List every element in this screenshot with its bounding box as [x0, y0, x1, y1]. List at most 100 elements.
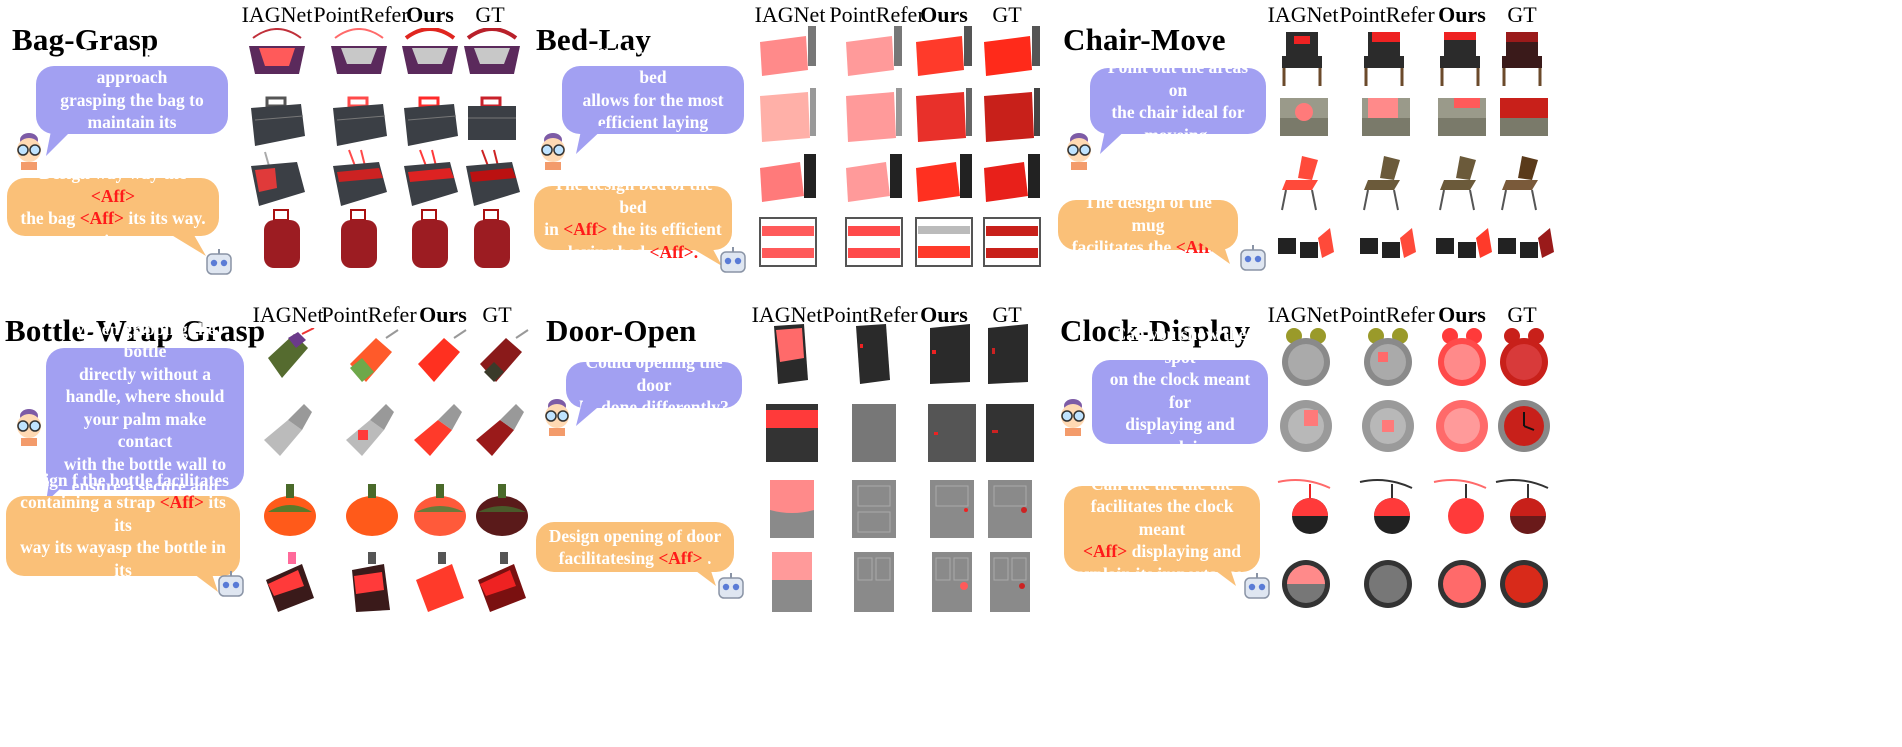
chair4-gt-thumbnail — [1498, 228, 1554, 258]
suitcase-pointrefer-thumbnail — [333, 96, 387, 146]
chair2-pointrefer-thumbnail — [1362, 98, 1410, 136]
door-ours-thumbnail — [930, 324, 970, 384]
answer-segment: a secure and comfort way. — [25, 582, 221, 602]
luggage-iagnet-thumbnail — [264, 209, 300, 268]
door3-pointrefer-thumbnail — [852, 480, 896, 538]
answer-segment: facilitates the — [1071, 237, 1176, 258]
bag-iagnet-thumbnail — [249, 28, 305, 74]
bed-gt-thumbnail — [984, 26, 1040, 76]
column-header-pointrefer: PointRefer — [822, 302, 918, 327]
answer-segment: Design f the bottle facilitates — [17, 469, 229, 490]
answer-line: The design bed of the bed — [544, 173, 722, 218]
column-header-gt: GT — [1507, 2, 1537, 27]
gourd-gt-thumbnail — [476, 484, 528, 536]
aff-token: <Aff> — [90, 185, 136, 206]
question-bubble-tail — [1100, 126, 1130, 154]
bunk-bed-pointrefer-thumbnail — [845, 217, 903, 267]
luggage-pointrefer-thumbnail — [341, 209, 377, 268]
answer-segment: the its efficient — [607, 219, 722, 239]
chair4-iagnet-thumbnail — [1278, 228, 1334, 258]
door2-gt-thumbnail — [986, 404, 1034, 462]
question-line: When gripping the bottle — [74, 318, 216, 362]
chair4-pointrefer-thumbnail — [1360, 228, 1416, 258]
answer-segment: . — [702, 548, 712, 568]
bunk-bed-iagnet-thumbnail — [759, 217, 817, 267]
chair2-gt-thumbnail — [1500, 98, 1548, 136]
answer-segment: Can the the the the — [1091, 473, 1233, 494]
column-header-ours: Ours — [920, 302, 968, 327]
answer-line: Design opening of door — [549, 525, 722, 548]
door3-gt-thumbnail — [988, 480, 1032, 538]
bottle-pointrefer-thumbnail — [350, 329, 399, 382]
door2-ours-thumbnail — [928, 404, 976, 462]
question-line: ensure a secure and — [71, 476, 219, 497]
round-clock-pointrefer-thumbnail — [1364, 560, 1412, 608]
door4-iagnet-thumbnail — [772, 552, 812, 612]
bed2-iagnet-thumbnail — [760, 88, 816, 142]
luggage-gt-thumbnail — [474, 209, 510, 268]
question-line: its importance? — [1121, 459, 1239, 480]
bed3-gt-thumbnail — [984, 154, 1040, 202]
user-avatar-icon — [545, 399, 569, 436]
answer-line: way its wayasp the bottle in its — [16, 536, 230, 581]
bed3-iagnet-thumbnail — [760, 154, 816, 202]
bed2-gt-thumbnail — [984, 88, 1040, 142]
hanging-clock-iagnet-thumbnail — [1277, 479, 1331, 534]
answer-line: The design of the mug — [1068, 191, 1228, 236]
answer-line: containing a strap <Aff> its its — [16, 491, 230, 536]
alarm-clock-pointrefer-thumbnail — [1364, 328, 1412, 386]
bottle-gt-thumbnail — [480, 329, 529, 382]
chair3-pointrefer-thumbnail — [1363, 156, 1400, 211]
door2-iagnet-thumbnail — [766, 404, 818, 462]
answer-segment: Design way way the — [39, 163, 187, 183]
question-bubble-tail — [46, 126, 76, 156]
user-avatar-icon — [17, 133, 41, 170]
chair3-iagnet-thumbnail — [1281, 156, 1318, 211]
answer-segment: facilitatesing — [558, 548, 659, 568]
question-bubble-tail — [576, 126, 606, 154]
round-clock-gt-thumbnail — [1500, 560, 1548, 608]
door-iagnet-thumbnail — [774, 324, 808, 384]
bunk-bed-gt-thumbnail — [983, 217, 1041, 267]
armchair-iagnet-thumbnail — [1282, 32, 1322, 86]
answer-segment: displaying and — [1127, 541, 1242, 562]
answer-line: explain its importance. — [1074, 563, 1250, 586]
column-header-pointrefer: PointRefer — [313, 2, 409, 27]
spray-bottle-pointrefer-thumbnail — [346, 404, 394, 456]
spray-bottle-gt-thumbnail — [476, 404, 524, 456]
panel-title: Bed-Lay — [536, 22, 652, 57]
suitcase-iagnet-thumbnail — [251, 96, 305, 146]
answer-segment: its its way. its — [104, 208, 206, 251]
door3-ours-thumbnail — [930, 480, 974, 538]
spray-bottle-ours-thumbnail — [414, 404, 462, 456]
column-header-gt: GT — [482, 302, 512, 327]
panel-title: Bottle-Wrap Grasp — [5, 313, 266, 348]
bag-pointrefer-thumbnail — [331, 28, 387, 74]
aff-token: <Aff> — [1082, 541, 1128, 562]
column-header-pointrefer: PointRefer — [829, 2, 925, 27]
aff-token: <Aff> — [159, 492, 204, 512]
wall-clock-gt-thumbnail — [1498, 400, 1550, 452]
bed3-ours-thumbnail — [916, 154, 972, 202]
column-header-iagnet: IAGNet — [754, 2, 826, 27]
answer-bubble-tail — [1204, 562, 1236, 586]
column-header-gt: GT — [1507, 302, 1537, 327]
question-line: your palm make contact — [83, 408, 207, 452]
column-header-ours: Ours — [406, 2, 454, 27]
answer-bubble-tail — [678, 240, 722, 266]
answer-bubble: Design way way the <Aff>the bag <Aff> it… — [7, 163, 219, 251]
aff-token: <Aff>. — [649, 241, 699, 262]
column-header-gt: GT — [992, 302, 1022, 327]
door3-iagnet-thumbnail — [770, 480, 814, 538]
door4-gt-thumbnail — [990, 552, 1030, 612]
chair3-gt-thumbnail — [1501, 156, 1538, 211]
alarm-clock-gt-thumbnail — [1500, 328, 1548, 386]
